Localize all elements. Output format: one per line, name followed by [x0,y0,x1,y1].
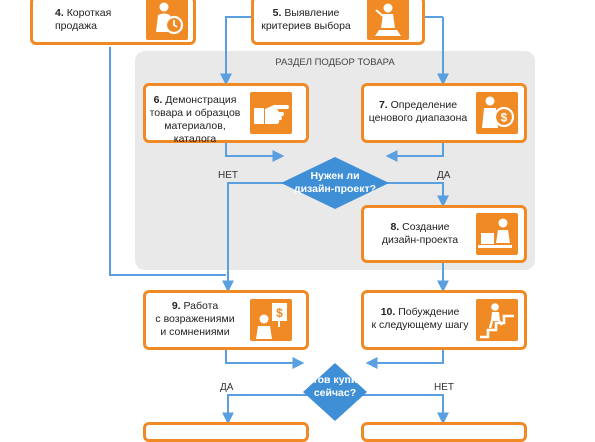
step-5-box: 5. Выявление критериев выбора [251,0,425,45]
svg-text:$: $ [276,306,283,320]
decision-buy-yes-label: ДА [220,382,234,393]
decision-design-project: Нужен ли дизайн-проект? [280,156,390,210]
presenter-icon [367,0,409,40]
arrow-9-to-buy [225,350,305,369]
step-6-line2: товара и образцов [149,107,241,119]
timer-businessman-icon [146,0,188,40]
step-9-number: 9. [171,300,181,312]
decision-design-line1: Нужен ли [310,170,360,182]
step-9-line2: с возражениями [155,313,235,325]
arrow-yes-to-8 [381,182,449,208]
sales-process-flowchart: РАЗДЕЛ ПОДБОР ТОВАРА [30,0,535,442]
step-9-line1: Работа [183,300,219,312]
step-8-line2: дизайн-проекта [381,234,459,246]
decision-buy-no-label: НЕТ [434,382,454,393]
arrow-5-split [225,16,251,47]
decision-buy-line2: сейчас? [313,387,357,399]
step-5-line1: Выявление [284,7,340,19]
step-4-line2: продажа [55,20,97,32]
connector-arrows [109,16,449,425]
step-7-box: 7. Определение ценового диапазона $ [361,83,527,143]
step-7-line2: ценового диапазона [368,112,468,124]
step-5-number: 5. [272,7,282,19]
step-9-line3: и сомнениями [160,326,230,338]
step-6-box: 6. Демонстрация товара и образцов матери… [143,83,309,145]
arrow-buy-yes [222,394,312,425]
step-8-number: 8. [390,221,400,233]
decision-design-yes-label: ДА [437,170,451,181]
step-6-number: 6. [153,94,163,106]
step-10-box: 10. Побуждение к следующему шагу [361,290,527,350]
svg-text:$: $ [501,111,508,125]
step-6-line1: Демонстрация [165,94,237,106]
step-10-line2: к следующему шагу [371,319,469,331]
step-10-line1: Побуждение [398,306,460,318]
arrow-7-to-decision [385,143,444,162]
step-4-line1: Короткая [66,7,112,19]
decision-design-line2: дизайн-проект? [293,183,377,195]
next-step-right-box [361,422,527,442]
step-4-number: 4. [55,7,64,19]
next-step-left-box [143,422,309,442]
section-title: РАЗДЕЛ ПОДБОР ТОВАРА [275,57,395,68]
decision-ready-to-buy [302,362,368,422]
step-4-box: 4. Короткая продажа [30,0,196,45]
step-8-line1: Создание [402,221,450,233]
decision-ready-to-buy-text: Готов купить сейчас? [296,373,374,401]
arrow-no-to-9 [222,182,289,293]
pointing-hand-icon [250,92,292,134]
designer-laptop-icon [476,213,518,255]
businessman-coin-icon: $ [476,92,518,134]
step-5-line2: критериев выбора [261,20,351,32]
step-6-line3: материалов, каталога [164,120,226,145]
decision-design-no-label: НЕТ [218,170,238,181]
step-7-line1: Определение [390,99,458,111]
arrow-buy-no [358,394,449,425]
stairs-climber-icon [476,299,518,341]
decision-buy-line1: Готов купить [301,374,369,386]
objection-sign-icon: $ [250,299,292,341]
step-9-box: 9. Работа с возражениями и сомнениями $ [143,290,309,350]
step-10-number: 10. [380,306,396,318]
arrow-10-to-buy [365,350,444,369]
step-8-box: 8. Создание дизайн-проекта [361,205,527,263]
arrow-4-to-9 [109,47,226,276]
step-7-number: 7. [378,99,388,111]
arrow-6-to-decision [225,143,285,162]
